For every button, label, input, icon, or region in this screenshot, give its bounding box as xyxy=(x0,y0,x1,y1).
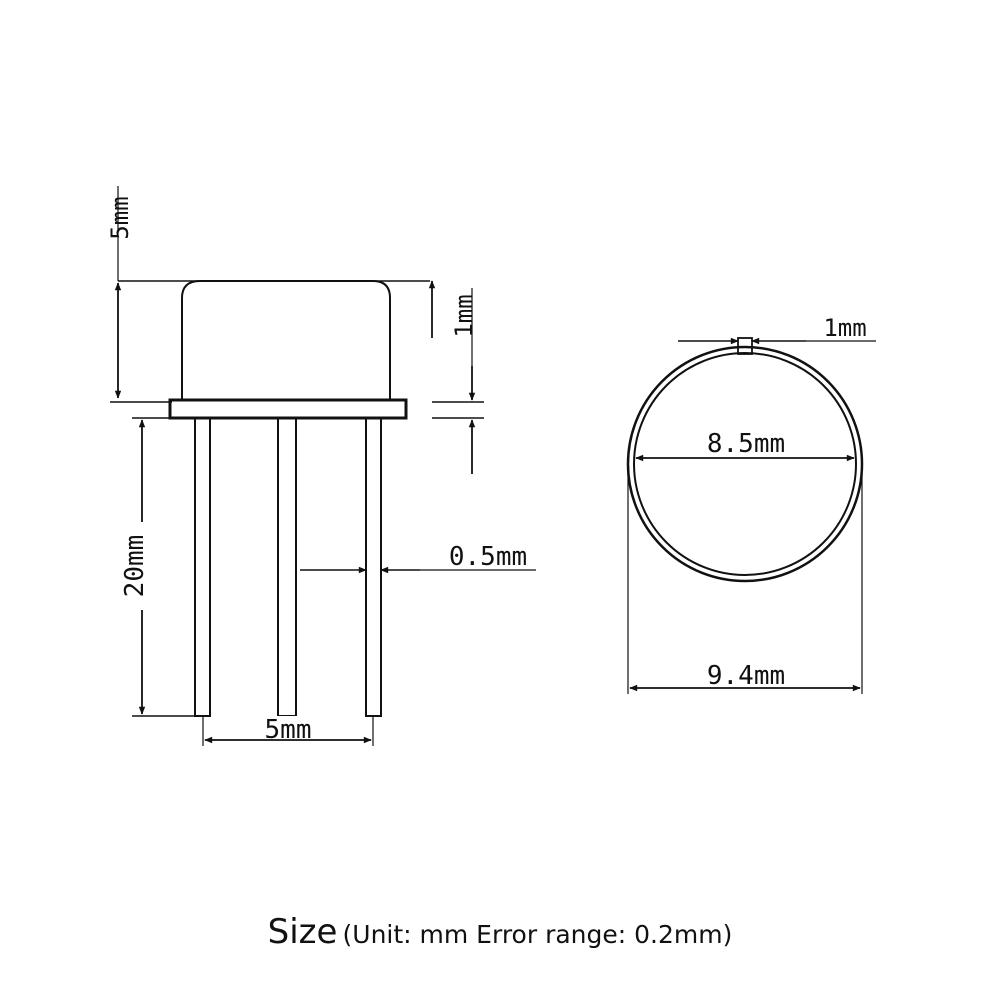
caption-title: Size xyxy=(267,912,338,952)
lead-length-label-bg xyxy=(118,522,148,610)
flange xyxy=(168,398,408,420)
lead-diameter-label: 0.5mm xyxy=(449,542,527,572)
lead-spacing-label: 5mm xyxy=(265,715,312,745)
lead-center xyxy=(277,417,297,717)
can-body xyxy=(181,280,391,400)
tab-width-label: 1mm xyxy=(823,314,866,342)
caption-detail: (Unit: mm Error range: 0.2mm) xyxy=(342,920,733,949)
inner-diameter-label: 8.5mm xyxy=(707,429,785,459)
top-view: 1mm 8.5mm 9.4mm xyxy=(626,314,876,694)
size-caption: Size (Unit: mm Error range: 0.2mm) xyxy=(0,912,1000,952)
lead-spacing-label-bg xyxy=(250,716,326,738)
outer-rim xyxy=(626,345,864,583)
side-view: 5mm 1mm 20mm 0.5mm 5mm xyxy=(106,186,536,746)
lead-right xyxy=(365,417,382,717)
flange-label: 1mm xyxy=(450,294,478,337)
tab xyxy=(737,337,753,355)
height-label: 5mm xyxy=(106,196,134,239)
lead-length-label: 20mm xyxy=(120,535,150,598)
lead-left xyxy=(194,417,211,717)
inner-rim xyxy=(633,352,857,576)
outer-diameter-label: 9.4mm xyxy=(707,661,785,691)
